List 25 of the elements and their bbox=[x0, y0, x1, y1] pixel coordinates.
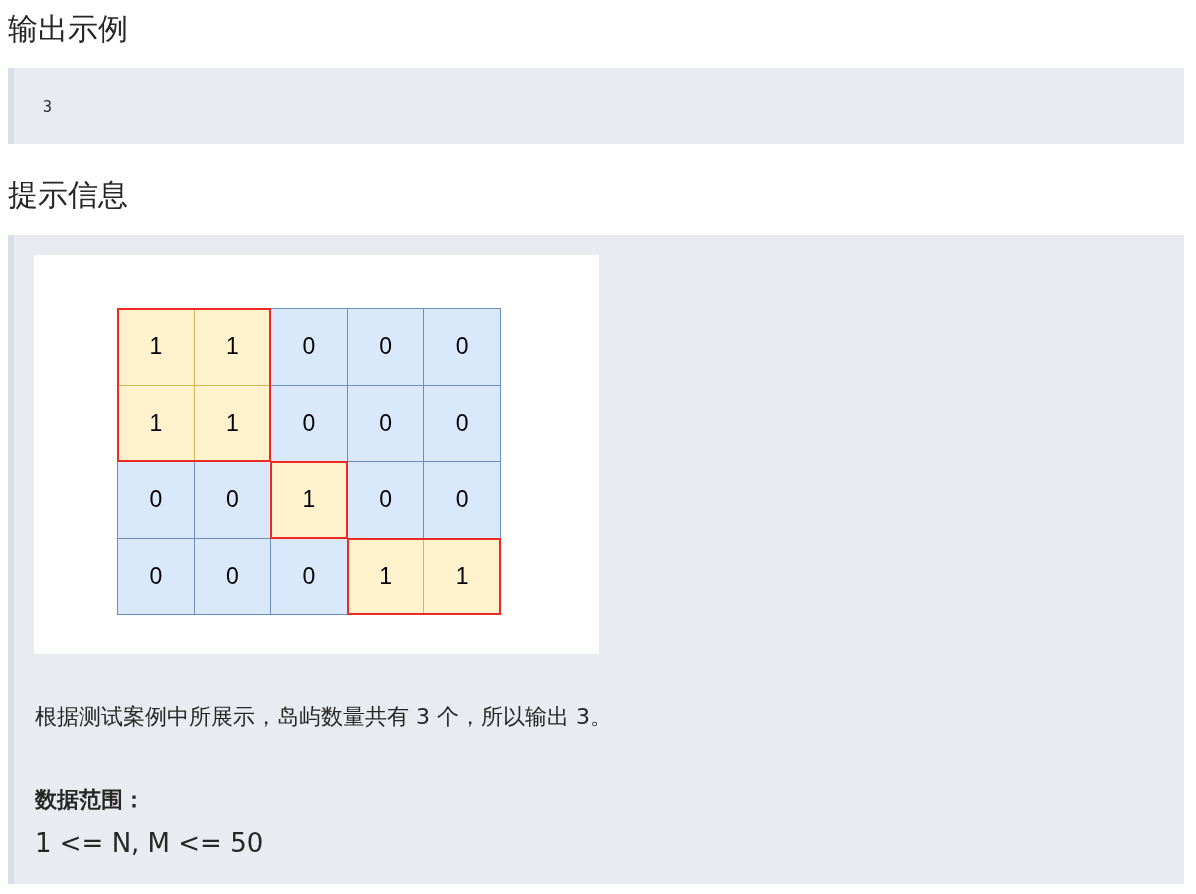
hint-text: 根据测试案例中所展示，岛屿数量共有 3 个，所以输出 3。 bbox=[35, 703, 612, 731]
grid-cell: 0 bbox=[423, 308, 501, 386]
grid-cell: 0 bbox=[270, 308, 348, 386]
grid-cell: 1 bbox=[423, 537, 501, 615]
range-text: 1 <= N, M <= 50 bbox=[35, 827, 264, 860]
section-heading: 输出示例 bbox=[8, 10, 128, 48]
grid-cell: 0 bbox=[193, 461, 272, 539]
grid-cell: 1 bbox=[117, 308, 195, 386]
grid-cell: 1 bbox=[193, 384, 272, 462]
output-text: 3 bbox=[43, 97, 53, 117]
grid-cell: 0 bbox=[346, 461, 425, 539]
grid-cell: 0 bbox=[270, 384, 348, 462]
grid-cell: 1 bbox=[117, 384, 195, 462]
grid-cell: 0 bbox=[423, 461, 501, 539]
grid-cell: 0 bbox=[117, 537, 195, 615]
grid-cell: 0 bbox=[193, 537, 272, 615]
grid-cell: 0 bbox=[346, 384, 425, 462]
grid-cell: 0 bbox=[270, 537, 348, 615]
grid-cell: 1 bbox=[270, 461, 348, 539]
section-heading: 提示信息 bbox=[8, 176, 128, 214]
grid-cell: 1 bbox=[193, 308, 272, 386]
grid-cell: 0 bbox=[346, 308, 425, 386]
grid-cell: 0 bbox=[423, 384, 501, 462]
range-heading: 数据范围： bbox=[35, 786, 145, 814]
grid-cell: 0 bbox=[117, 461, 195, 539]
